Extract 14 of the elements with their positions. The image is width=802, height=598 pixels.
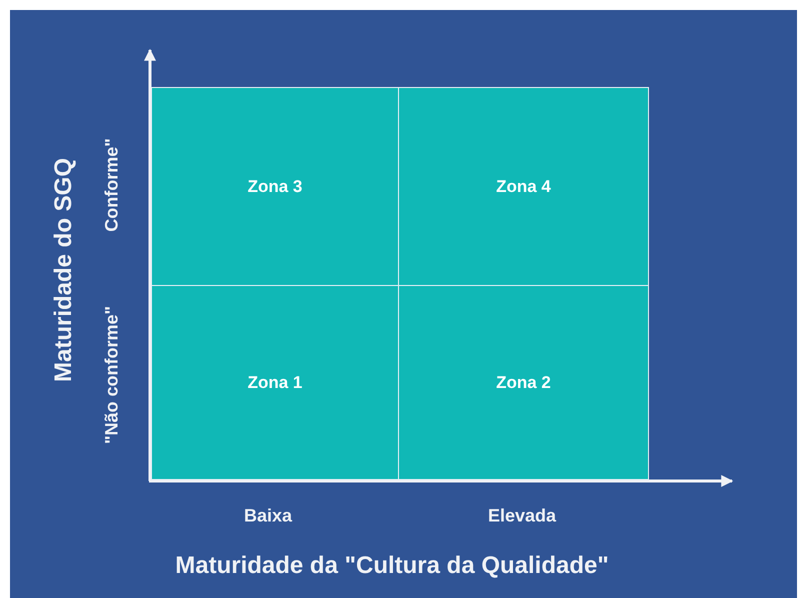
zone-label: Zona 3	[248, 176, 302, 196]
x-axis-title: Maturidade da "Cultura da Qualidade"	[175, 552, 609, 580]
zone-cell	[151, 87, 399, 286]
zone-label: Zona 1	[248, 372, 302, 392]
zone-cell	[398, 285, 649, 480]
axis-category-label: Conforme"	[102, 138, 122, 232]
axis-category-label: Elevada	[488, 506, 556, 526]
y-axis-title: Maturidade do SGQ	[50, 158, 78, 382]
axis-category-label: Baixa	[244, 506, 292, 526]
axis-category-label: "Não conforme"	[102, 306, 122, 444]
zone-label: Zona 4	[496, 176, 551, 196]
zone-cell	[151, 285, 399, 480]
zone-cell	[398, 87, 649, 286]
zone-label: Zona 2	[496, 372, 551, 392]
